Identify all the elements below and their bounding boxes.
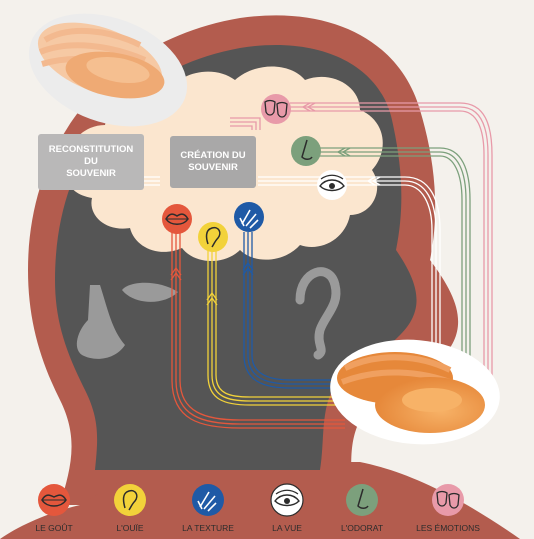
legend-label-texture: LA TEXTURE bbox=[182, 523, 234, 533]
ear-icon bbox=[198, 222, 228, 252]
reconstitution-label-box: RECONSTITUTION DU SOUVENIR bbox=[38, 134, 144, 190]
hand-icon bbox=[234, 202, 264, 232]
reconstitution-line-3: SOUVENIR bbox=[66, 168, 116, 179]
madeleine-bottom-right bbox=[330, 339, 500, 445]
legend-masks-icon bbox=[432, 484, 464, 516]
legend-label-emotions: LES ÉMOTIONS bbox=[416, 523, 480, 533]
face-nose bbox=[76, 285, 125, 359]
nose-icon bbox=[291, 136, 321, 166]
creation-line-1: CRÉATION DU bbox=[180, 150, 246, 161]
pathway-emotions bbox=[230, 102, 493, 385]
legend-hand-icon bbox=[192, 484, 224, 516]
legend-label-gout: LE GOÛT bbox=[35, 523, 73, 533]
legend-label-ouie: L'OUÏE bbox=[116, 523, 144, 533]
legend-ear-icon bbox=[114, 484, 146, 516]
face-eye bbox=[122, 282, 178, 302]
neck-shoulders bbox=[0, 462, 520, 539]
creation-label-box: CRÉATION DU SOUVENIR bbox=[170, 136, 256, 188]
legend-nose-icon bbox=[346, 484, 378, 516]
pathway-ouie bbox=[207, 250, 345, 406]
masks-icon bbox=[261, 94, 291, 124]
legend-eye-icon bbox=[270, 483, 304, 517]
legend-lips-icon bbox=[38, 484, 70, 516]
madeleine-top-left bbox=[28, 13, 188, 127]
creation-line-2: SOUVENIR bbox=[188, 162, 238, 173]
eye-icon bbox=[317, 170, 347, 200]
pathway-gout bbox=[171, 232, 345, 429]
legend-label-odorat: L'ODORAT bbox=[340, 523, 384, 533]
face-ear bbox=[295, 267, 341, 360]
reconstitution-line-1: RECONSTITUTION bbox=[48, 144, 134, 155]
lips-icon bbox=[162, 204, 192, 234]
legend-label-vue: LA VUE bbox=[272, 523, 302, 533]
pathway-odorat bbox=[320, 147, 471, 390]
reconstitution-line-2: DU bbox=[84, 156, 98, 167]
pathway-texture bbox=[243, 232, 345, 389]
chevron-markers bbox=[170, 102, 381, 306]
